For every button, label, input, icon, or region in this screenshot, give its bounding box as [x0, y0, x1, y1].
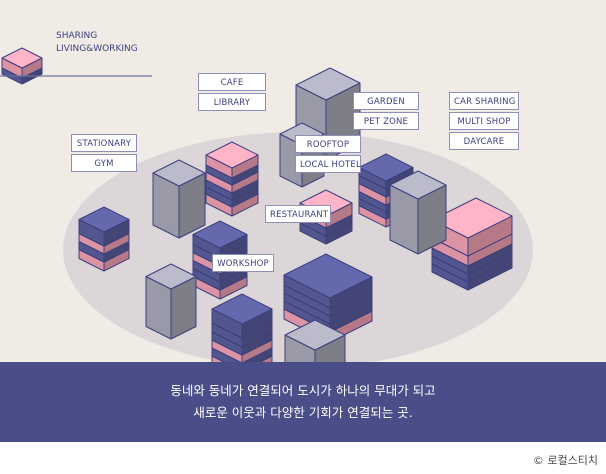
- legend-swatch-layer-1-top-face: [1, 47, 43, 69]
- tag-restaurant: RESTAURANT: [265, 205, 331, 223]
- legend-sharing-label: SHARING: [56, 31, 98, 41]
- tag-daycare: DAYCARE: [449, 132, 519, 150]
- tag-library: LIBRARY: [198, 93, 266, 111]
- grey-block-east-top-face: [389, 170, 447, 200]
- tag-gym: GYM: [71, 154, 137, 172]
- tag-stationary: STATIONARY: [71, 134, 137, 152]
- tag-car-sharing: CAR SHARING: [449, 92, 519, 110]
- tag-cafe: CAFE: [198, 73, 266, 91]
- restaurant-building-layer-4-top-face: [283, 253, 373, 299]
- tag-pet-zone: PET ZONE: [353, 112, 419, 130]
- tag-rooftop: ROOFTOP: [295, 135, 361, 153]
- grey-block-front-top-face: [284, 319, 346, 351]
- center-west-stack-layer-5-top-face: [192, 220, 248, 249]
- cafe-library-stack-layer-5-top-face: [205, 141, 259, 169]
- stationary-gym-stack-layer-3-top-face: [78, 206, 130, 233]
- tag-workshop: WORKSHOP: [212, 254, 274, 272]
- caption-banner: 동네와 동네가 연결되어 도시가 하나의 무대가 되고 새로운 이웃과 다양한 …: [0, 362, 606, 442]
- daycare-shop-stack-layer-4-top-face: [431, 197, 513, 239]
- caption-line-2: 새로운 이웃과 다양한 기회가 연결되는 곳.: [193, 405, 413, 420]
- legend-living-working-label: LIVING&WORKING: [56, 44, 138, 54]
- tower-back-grey-top-face: [295, 67, 361, 101]
- caption-line-1: 동네와 동네가 연결되어 도시가 하나의 무대가 되고: [170, 383, 436, 398]
- copyright-notice: © 로컬스티치: [532, 454, 598, 467]
- tag-multi-shop: MULTI SHOP: [449, 112, 519, 130]
- tag-local-hotel: LOCAL HOTEL: [295, 155, 361, 173]
- grey-block-west-top-face: [152, 159, 206, 187]
- tag-garden: GARDEN: [353, 92, 419, 110]
- garden-petzone-stack-layer-5-top-face: [358, 153, 414, 182]
- workshop-stack-layer-5-top-face: [211, 293, 273, 325]
- grey-block-front-west-top-face: [145, 263, 197, 290]
